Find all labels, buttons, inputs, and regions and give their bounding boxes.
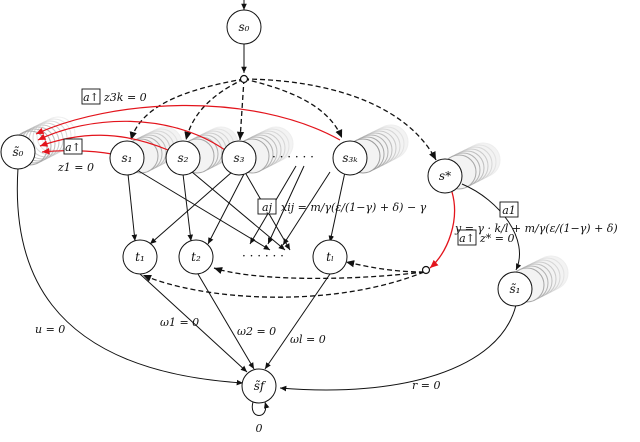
red-edges-to-s0-tilde [35, 104, 341, 155]
label-z-star: z* = 0 [479, 232, 515, 245]
action-box-a-up-3: a↑ [457, 229, 477, 246]
branch-point-top [239, 74, 249, 84]
dashed-return-edges [142, 260, 425, 298]
svg-text:a↑: a↑ [65, 141, 81, 154]
node-s3k: s₃ₖ [332, 140, 368, 176]
node-label-s0: s₀ [239, 20, 250, 34]
node-s1: s₁ [109, 140, 145, 176]
edge-s-star-to-s1-tilde [461, 183, 522, 271]
label-y: y = γ · k/l + m/γ(ε/(1−γ) + δ) [454, 222, 618, 235]
label-z1: z1 = 0 [57, 161, 94, 174]
node-s0-tilde: s̃₀ [0, 134, 36, 170]
label-omega2: ω2 = 0 [237, 325, 276, 338]
svg-text:a↑: a↑ [459, 232, 475, 245]
edge-s-star-to-lower-branch [429, 191, 456, 269]
label-x-ij: xij = m/γ(ε/(1−γ) + δ) − γ [281, 201, 427, 214]
node-t1: t₁ [122, 239, 158, 275]
node-label-s2: s₂ [178, 151, 189, 165]
node-s3: s₃ [221, 140, 257, 176]
label-omega1: ω1 = 0 [160, 316, 199, 329]
node-label-s1-tilde: s̃₁ [510, 282, 521, 296]
svg-text:aj: aj [262, 201, 273, 214]
node-label-sf-tilde: s̃f [254, 379, 267, 393]
dots-top: · · · · · · [272, 150, 314, 164]
branch-point-lower [421, 265, 431, 275]
node-t2: t₂ [178, 239, 214, 275]
edges-into-sf-tilde [16, 167, 517, 392]
self-loop-sf-tilde [251, 401, 270, 416]
svg-text:a1: a1 [502, 204, 516, 217]
svg-text:a↑: a↑ [83, 91, 99, 104]
node-label-t1: t₁ [135, 250, 145, 264]
node-label-t2: t₂ [191, 250, 201, 264]
node-tl: tₗ [312, 239, 348, 275]
node-label-s0-tilde: s̃₀ [13, 145, 24, 159]
dots-mid: · · · · · · [242, 249, 284, 263]
node-s2: s₂ [165, 140, 201, 176]
label-z3k: z3k = 0 [103, 91, 147, 104]
node-s0: s₀ [226, 9, 262, 45]
label-u: u = 0 [35, 323, 65, 336]
action-box-a-j: aj [257, 198, 277, 215]
node-label-tl: tₗ [326, 250, 334, 264]
label-omegal: ωl = 0 [290, 333, 326, 346]
node-label-s3k: s₃ₖ [342, 151, 358, 165]
label-r: r = 0 [412, 379, 440, 392]
label-self-loop: 0 [256, 422, 263, 435]
action-box-a-up-1: a↑ [81, 88, 101, 105]
action-box-a-1: a1 [499, 201, 519, 218]
node-s1-tilde: s̃₁ [497, 271, 533, 307]
node-label-s-star: s* [439, 169, 451, 183]
node-s-star: s* [427, 158, 463, 194]
node-label-s1: s₁ [122, 151, 133, 165]
node-label-s3: s₃ [234, 151, 245, 165]
node-sf-tilde: s̃f [241, 368, 277, 404]
action-box-a-up-2: a↑ [63, 138, 83, 155]
